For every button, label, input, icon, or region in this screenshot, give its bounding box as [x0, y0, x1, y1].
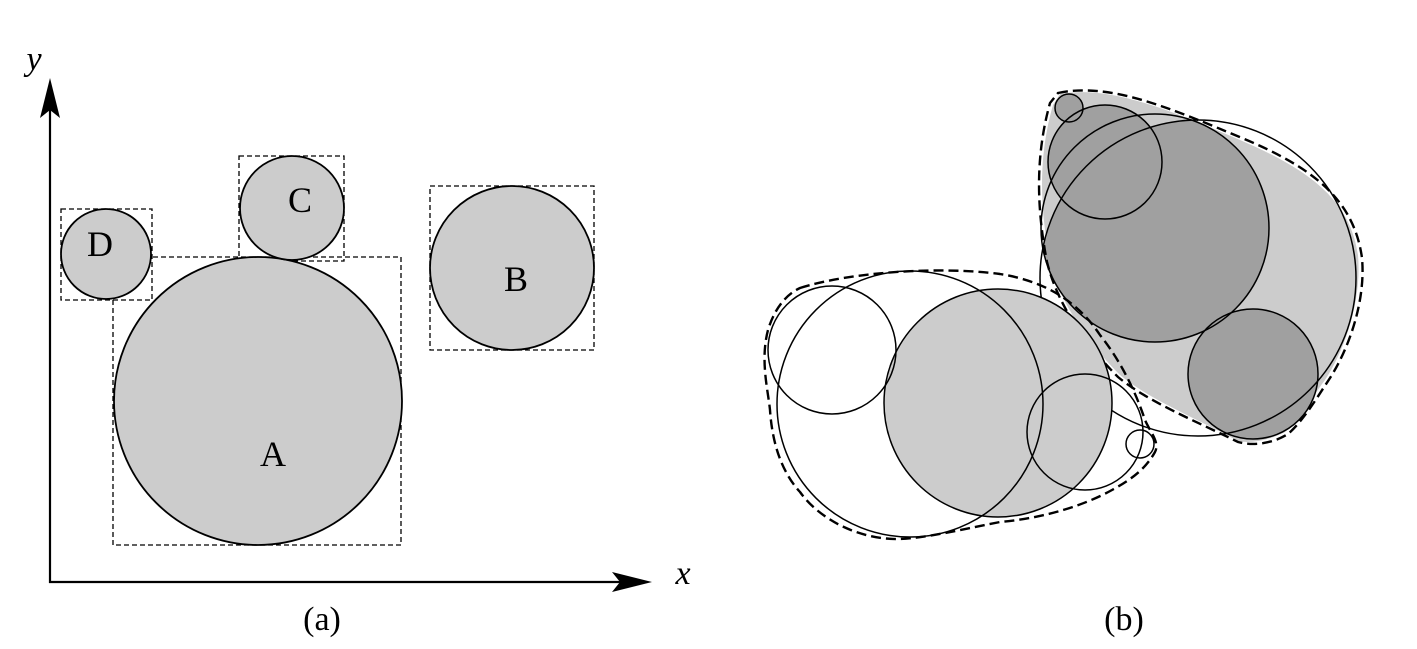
y-axis-arrowhead	[40, 78, 60, 118]
panel-b: (b)	[763, 89, 1364, 638]
dark-circle-center	[1041, 120, 1269, 342]
panel-a: y x A B C D (a)	[23, 41, 690, 638]
circle-label-d: D	[87, 224, 113, 264]
circle-a	[113, 256, 403, 546]
circle-a-small	[1125, 429, 1155, 459]
circle-d	[60, 208, 152, 300]
circle-label-a: A	[260, 434, 286, 474]
circles	[60, 155, 595, 546]
circle-a-upper-left	[767, 285, 897, 415]
circle-a-right	[1026, 373, 1144, 491]
dark-circle-small	[1055, 94, 1083, 122]
cluster-right-dark-circles	[1041, 94, 1318, 439]
x-axis-label: x	[674, 555, 690, 592]
dark-circle-lower	[1188, 309, 1318, 439]
circle-b-upper	[1047, 104, 1163, 220]
caption-a: (a)	[303, 601, 341, 638]
x-axis-arrowhead	[612, 572, 652, 592]
circle-label-c: C	[288, 180, 312, 220]
y-axis-label: y	[23, 41, 42, 78]
bounding-box-d	[60, 208, 153, 301]
circle-label-b: B	[504, 259, 528, 299]
cluster-right-hull	[1037, 89, 1364, 446]
circle-b-lower	[1187, 308, 1319, 440]
circle-b-left-large	[1040, 113, 1270, 343]
axes: y x	[23, 41, 691, 592]
circle-b-small	[1054, 93, 1084, 123]
circle-a-center-filled	[883, 288, 1113, 518]
circle-labels: A B C D	[87, 180, 528, 474]
caption-b: (b)	[1104, 601, 1144, 638]
cluster-left-hull	[763, 269, 1158, 541]
circle-b	[429, 185, 595, 351]
circle-c	[239, 155, 345, 261]
